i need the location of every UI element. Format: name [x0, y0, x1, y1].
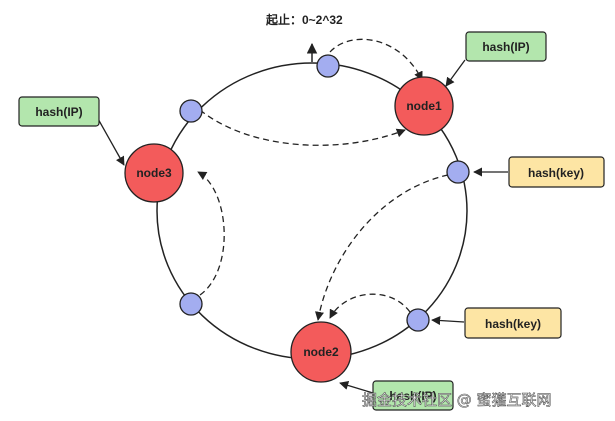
hash-ip-text-bottom: hash(IP)	[389, 389, 436, 403]
hash-key-text-bottom-right: hash(key)	[485, 317, 541, 331]
hash-ip-text-top-right: hash(IP)	[482, 40, 529, 54]
hash-ip-text-left: hash(IP)	[35, 105, 82, 119]
node1-circle	[394, 76, 454, 136]
node2-circle	[290, 321, 352, 383]
node2-label: node2	[303, 345, 339, 359]
arrow-hash-key-to-bottom-point	[431, 315, 465, 326]
range-label: 起止：0~2^32	[265, 12, 343, 27]
hash-point-bottom-left	[179, 292, 203, 316]
hash-point-top	[316, 54, 340, 78]
hash-ip-box-left	[18, 96, 100, 127]
hash-ip-box-top-right	[465, 31, 547, 62]
dashed-arrow-bottom-right-to-node2	[329, 293, 411, 319]
hash-key-box-right	[508, 156, 605, 188]
dashed-arrow-right-to-node2	[315, 174, 449, 321]
node3-circle	[124, 143, 184, 203]
hash-key-text-right: hash(key)	[528, 166, 584, 180]
dashed-arrow-bottom-left-to-node3	[197, 171, 225, 296]
arrow-hash-ip-to-node2	[339, 381, 374, 394]
dashed-arrow-left-to-node1	[199, 109, 406, 146]
dashed-arrow-top-to-node1	[329, 38, 423, 81]
node1-label: node1	[406, 99, 442, 113]
hash-point-upper-left	[179, 99, 203, 123]
hash-point-bottom-right	[406, 308, 430, 332]
hash-key-box-bottom-right	[464, 307, 562, 339]
watermark: 掘金技术社区 @ 蜜獾互联网	[362, 391, 552, 409]
hash-ip-box-bottom	[372, 380, 454, 411]
node3-label: node3	[136, 166, 172, 180]
arrow-hash-ip-to-node1	[445, 59, 466, 87]
arrow-hash-ip-to-node3	[96, 116, 125, 166]
hash-point-right	[446, 160, 470, 184]
